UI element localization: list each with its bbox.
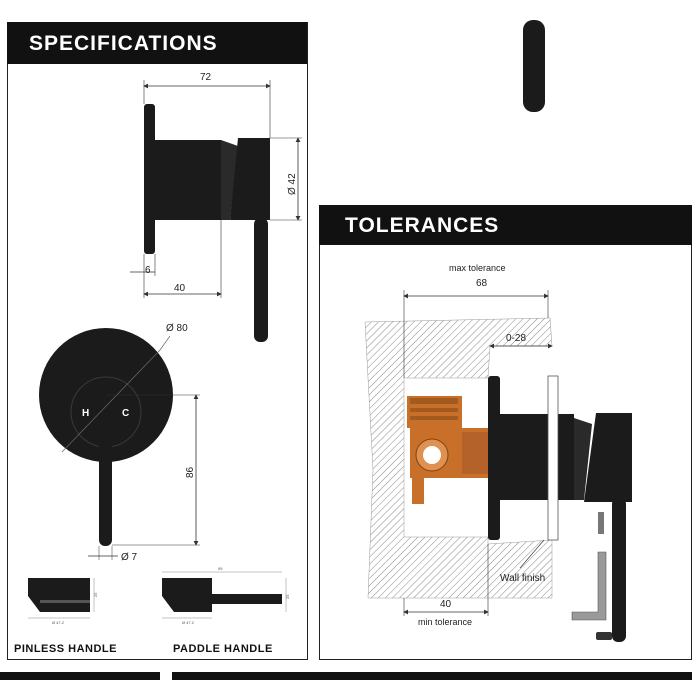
min-tolerance-label: min tolerance <box>418 617 472 627</box>
min-tolerance-value: 40 <box>440 599 452 610</box>
paddle-dim-top: 95 <box>218 566 223 571</box>
footer-bar-right <box>172 672 692 680</box>
dim-lever-diameter: Ø 7 <box>121 552 138 563</box>
copper-valve-body <box>407 396 492 504</box>
range-value: 0-28 <box>506 333 526 344</box>
dim-lever-length: 86 <box>185 466 196 478</box>
specifications-banner: SPECIFICATIONS <box>7 22 307 64</box>
dim-top-width: 72 <box>200 72 212 83</box>
paddle-handle-caption: PADDLE HANDLE <box>173 643 273 655</box>
dim-plate-depth: 6 <box>145 265 151 276</box>
mixer-section <box>488 376 632 642</box>
allen-key <box>571 512 612 640</box>
partial-lever <box>523 20 545 112</box>
wall-finish-plate <box>547 375 559 541</box>
pinless-dim-height: 25 <box>93 592 98 597</box>
dim-body-depth: 40 <box>174 283 186 294</box>
mixer-side-view <box>144 104 270 342</box>
dim-body-diameter: Ø 42 <box>287 173 298 195</box>
pinless-handle-drawing <box>28 578 95 619</box>
tolerances-banner: TOLERANCES <box>319 205 692 245</box>
max-tolerance-value: 68 <box>476 278 488 289</box>
max-tolerance-label: max tolerance <box>449 263 506 273</box>
pinless-dim-width: Ø 47.2 <box>52 620 65 625</box>
footer-bar-left <box>0 672 160 680</box>
hot-label: H <box>82 408 89 419</box>
paddle-handle-drawing <box>162 571 287 619</box>
tolerances-title: TOLERANCES <box>345 214 500 237</box>
wall-finish-label: Wall finish <box>500 573 545 584</box>
paddle-dim-height: 25 <box>285 594 290 599</box>
paddle-dim-width: Ø 47.2 <box>182 620 195 625</box>
pinless-handle-caption: PINLESS HANDLE <box>14 643 117 655</box>
specifications-title: SPECIFICATIONS <box>29 32 218 55</box>
mixer-front-view <box>39 328 173 546</box>
cold-label: C <box>122 408 129 419</box>
dim-plate-diameter: Ø 80 <box>166 323 188 334</box>
